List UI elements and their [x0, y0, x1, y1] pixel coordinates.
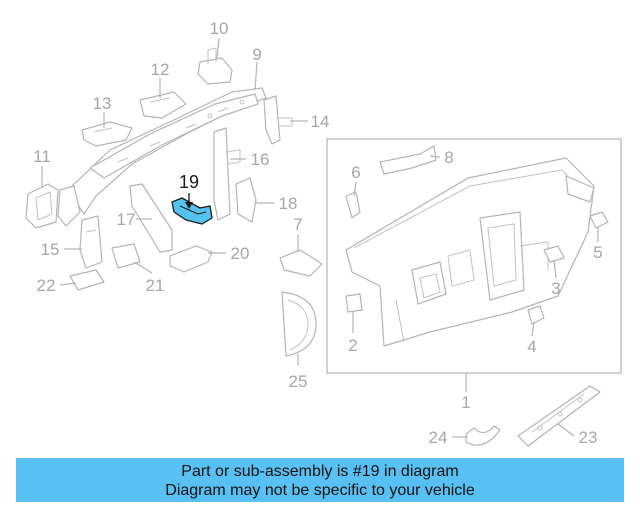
part-25-panel[interactable] [281, 291, 317, 357]
callout-9: 9 [252, 45, 261, 64]
part-13-bracket[interactable] [81, 121, 133, 147]
callout-6: 6 [351, 163, 360, 182]
callout-23: 23 [579, 428, 598, 447]
cross-car-beam[interactable] [67, 87, 267, 215]
callout-22: 22 [37, 276, 56, 295]
callout-18: 18 [279, 194, 298, 213]
part-2-clip[interactable] [345, 293, 363, 313]
callout-15: 15 [41, 240, 60, 259]
callout-14: 14 [311, 112, 330, 131]
callout-7: 7 [293, 215, 302, 234]
banner-line-part: Part or sub-assembly is #19 in diagram [181, 463, 459, 480]
callout-11: 11 [33, 147, 51, 166]
callout-21: 21 [146, 276, 165, 295]
callout-24: 24 [429, 428, 448, 447]
part-5-clip[interactable] [589, 211, 609, 229]
part-6-clip[interactable] [345, 191, 361, 219]
part-16-bracket[interactable] [213, 127, 241, 221]
banner-line-disclaimer: Diagram may not be specific to your vehi… [165, 482, 475, 499]
callout-16: 16 [251, 150, 270, 169]
leader-lines [41, 37, 599, 438]
callout-17: 17 [117, 210, 136, 229]
callout-19: 19 [179, 172, 199, 192]
dashboard-panel[interactable] [345, 157, 595, 347]
callout-4: 4 [527, 337, 536, 356]
part-19-highlighted[interactable] [171, 197, 213, 225]
part-8-bracket[interactable] [379, 145, 437, 175]
part-21-bracket[interactable] [111, 243, 141, 269]
callout-13: 13 [93, 94, 112, 113]
callout-25: 25 [289, 372, 308, 391]
callout-1: 1 [461, 393, 470, 412]
callout-2: 2 [348, 336, 357, 355]
part-3-clip[interactable] [543, 245, 565, 263]
part-22-clip[interactable] [69, 269, 105, 291]
callout-20: 20 [231, 244, 250, 263]
end-bracket-left[interactable] [25, 183, 59, 229]
part-23-rail[interactable] [517, 385, 601, 447]
callout-12: 12 [151, 60, 170, 79]
part-18-bracket[interactable] [235, 177, 257, 223]
info-banner: Part or sub-assembly is #19 in diagram D… [16, 458, 624, 502]
callout-10: 10 [210, 19, 229, 38]
part-7-bracket[interactable] [279, 249, 323, 277]
part-15-bracket[interactable] [79, 215, 103, 269]
part-20-bracket[interactable] [169, 245, 213, 273]
part-10-bracket[interactable] [197, 47, 233, 85]
callout-3: 3 [551, 279, 560, 298]
part-17-brace[interactable] [129, 183, 173, 253]
beam-left-support [57, 185, 81, 227]
part-14-bracket[interactable] [263, 95, 293, 145]
part-24-strap[interactable] [465, 425, 501, 446]
dashboard-frame-box [326, 138, 622, 374]
part-19-arrowhead [185, 202, 193, 209]
callout-8: 8 [444, 148, 453, 167]
part-12-bracket[interactable] [139, 91, 187, 119]
callout-5: 5 [593, 243, 602, 262]
part-4-clip[interactable] [527, 305, 545, 325]
callout-labels: 10 9 12 13 14 11 16 19 18 17 7 15 20 22 … [33, 19, 603, 447]
